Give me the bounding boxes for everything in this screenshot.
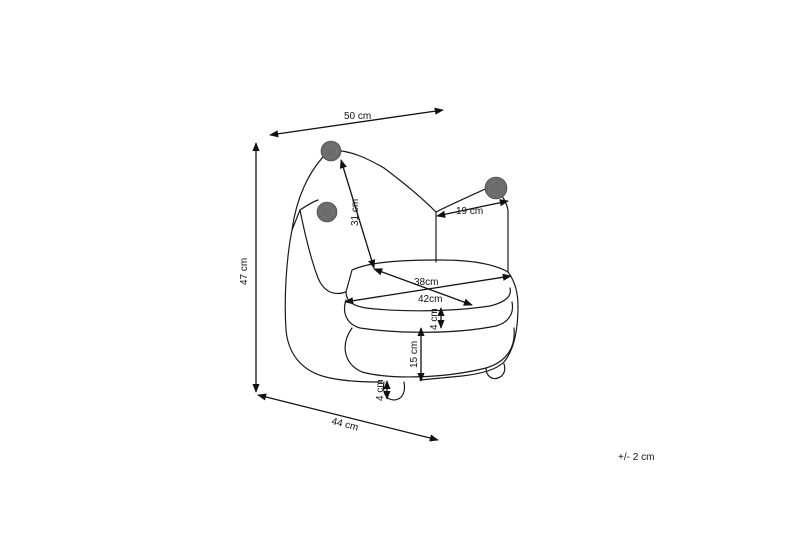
label-arm-width: 19 cm <box>456 206 483 217</box>
left-ear <box>299 199 319 211</box>
label-cushion-thickness: 4 cm <box>429 308 440 330</box>
backrest <box>291 149 509 295</box>
pom-pom-top-icon <box>320 140 342 162</box>
label-seat-height: 15 cm <box>409 341 420 368</box>
dim-line-arm-width <box>436 199 509 218</box>
rear-foot <box>485 363 506 380</box>
left-body <box>284 229 383 383</box>
dim-line-width-top <box>269 107 444 138</box>
pom-pom-right-icon <box>484 176 508 200</box>
label-back-height: 31 cm <box>350 199 361 226</box>
dim-line-depth-bottom <box>257 393 439 442</box>
label-seat-depth: 38cm <box>414 277 438 288</box>
label-width-top: 50 cm <box>344 111 371 122</box>
tolerance-note: +/- 2 cm <box>618 452 654 463</box>
dimension-lines <box>252 107 512 442</box>
label-seat-width: 42cm <box>418 294 442 305</box>
label-foot-height: 4 cm <box>375 379 386 401</box>
dimension-labels: 50 cm 47 cm 44 cm 31 cm 19 cm 38cm 42cm … <box>239 111 654 463</box>
pom-pom-group <box>316 140 508 223</box>
armchair-outline <box>284 149 519 401</box>
label-height-total: 47 cm <box>239 258 250 285</box>
pom-pom-left-icon <box>316 201 338 223</box>
dim-line-seat-width <box>344 273 512 305</box>
base-front <box>344 327 515 378</box>
dim-line-back-height <box>339 159 376 269</box>
seat-cushion-front <box>343 299 514 333</box>
